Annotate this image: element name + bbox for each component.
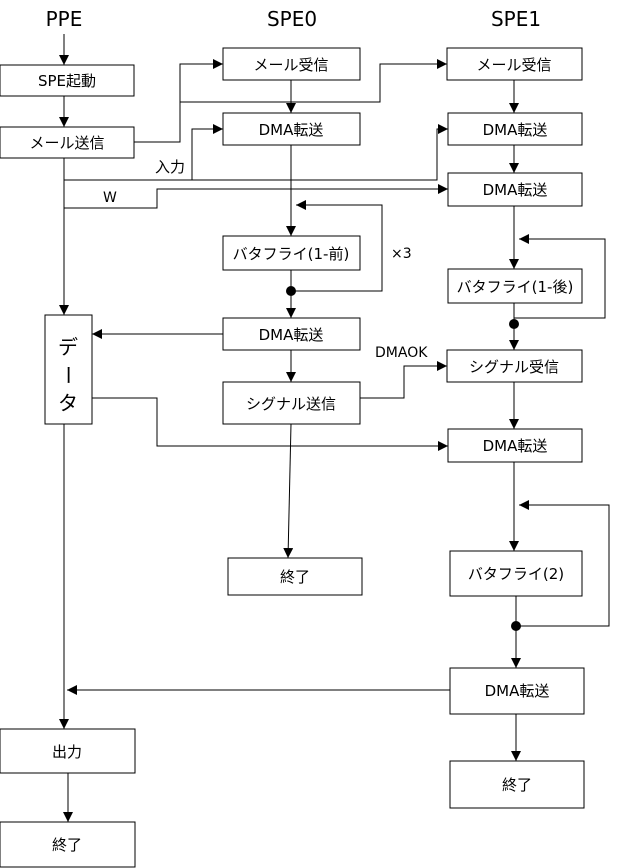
header-spe0: SPE0 [267, 7, 317, 31]
spe1-dma2-box: DMA転送 [447, 172, 583, 207]
ppe-data-char-2: ー [56, 365, 80, 385]
label-w: W [103, 190, 117, 206]
spe0-end-label: 終了 [280, 568, 310, 586]
junction-dot-spe1-lower [511, 621, 521, 631]
arrow-spe0-signal-to-end [283, 423, 294, 559]
spe1-recv-signal-box: シグナル受信 [446, 349, 583, 383]
ppe-end-label: 終了 [52, 836, 82, 854]
header-ppe: PPE [46, 7, 83, 31]
spe1-butterfly1-box: バタフライ(1-後) [447, 268, 583, 304]
spe0-butterfly-box: バタフライ(1-前) [222, 235, 361, 271]
spe1-end-label: 終了 [502, 776, 532, 794]
loop-spe1-butterfly2 [516, 500, 610, 627]
arrow-mail-to-spe1 [180, 59, 447, 103]
arrow-input-to-spe1-dma [192, 124, 448, 181]
header-spe1: SPE1 [491, 7, 541, 31]
spe0-recv-mail-label: メール受信 [253, 56, 328, 74]
junction-dot-spe0 [286, 286, 296, 296]
spe0-dma1-label: DMA転送 [259, 121, 324, 139]
loop-spe0-butterfly [291, 200, 383, 292]
spe0-dma2-box: DMA転送 [222, 317, 361, 351]
ppe-send-mail-label: メール送信 [29, 134, 104, 152]
spe1-dma1-label: DMA転送 [483, 121, 548, 139]
spe1-butterfly2-label: バタフライ(2) [468, 565, 564, 583]
spe0-dma2-label: DMA転送 [259, 326, 324, 344]
ppe-output-box: 出力 [0, 728, 136, 774]
spe1-dma4-label: DMA転送 [485, 682, 550, 700]
spe1-recv-mail-label: メール受信 [476, 56, 551, 74]
spe1-butterfly2-box: バタフライ(2) [449, 550, 583, 597]
spe1-dma2-label: DMA転送 [483, 181, 548, 199]
spe1-dma3-box: DMA転送 [447, 428, 583, 463]
ppe-start-spe-box: SPE起動 [0, 64, 135, 97]
ppe-start-spe-label: SPE起動 [38, 72, 96, 90]
loop-spe1-butterfly1 [514, 234, 606, 319]
ppe-data-box: デ ー タ [44, 314, 93, 425]
spe0-recv-mail-box: メール受信 [222, 47, 361, 81]
spe0-end-box: 終了 [227, 557, 363, 596]
junction-dot-spe1 [509, 319, 519, 329]
ppe-end-box: 終了 [0, 821, 136, 868]
arrow-data-to-spe1-dma3 [92, 397, 448, 451]
ppe-data-char-3: タ [58, 391, 78, 415]
connectors [59, 34, 610, 822]
spe1-butterfly1-label: バタフライ(1-後) [457, 278, 574, 296]
spe1-dma4-box: DMA転送 [449, 667, 585, 715]
ppe-data-char-1: デ [58, 335, 78, 359]
arrow-spe0-signal-to-spe1 [360, 361, 447, 399]
spe0-butterfly-label: バタフライ(1-前) [233, 245, 350, 263]
spe1-dma3-label: DMA転送 [483, 437, 548, 455]
spe1-recv-signal-label: シグナル受信 [469, 358, 559, 376]
label-repeat: ×3 [391, 246, 412, 262]
spe0-dma1-box: DMA転送 [222, 112, 361, 146]
arrow-mail-to-spe0 [134, 59, 223, 143]
ppe-output-label: 出力 [52, 743, 82, 761]
arrow-input-to-spe0-dma [64, 124, 223, 181]
spe0-send-signal-label: シグナル送信 [246, 395, 336, 413]
spe1-dma1-box: DMA転送 [447, 112, 583, 146]
spe0-send-signal-box: シグナル送信 [222, 381, 361, 425]
label-input: 入力 [155, 158, 185, 176]
label-dmaok: DMAOK [375, 345, 428, 361]
arrow-w-to-spe1-dma2 [64, 184, 448, 209]
spe1-end-box: 終了 [449, 760, 585, 809]
ppe-send-mail-box: メール送信 [0, 126, 135, 159]
spe1-recv-mail-box: メール受信 [446, 47, 583, 81]
